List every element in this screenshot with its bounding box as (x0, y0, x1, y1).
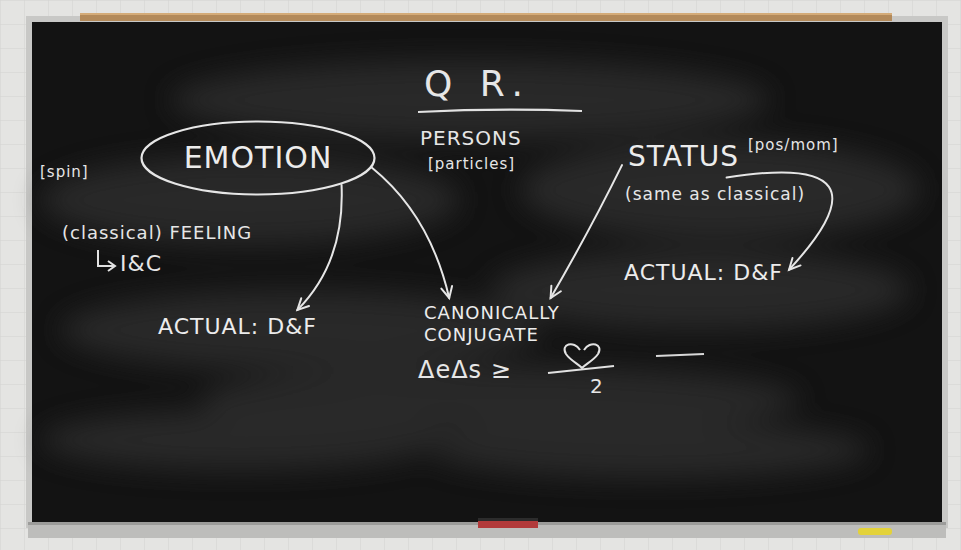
equation: ΔeΔs ≥ (418, 356, 512, 385)
side-note: (same as classical) (625, 184, 805, 204)
node-text: ACTUAL: D&F (158, 314, 317, 340)
side-note: I&C (120, 251, 162, 277)
emotion-ellipse: EMOTION (140, 120, 376, 196)
chalk-arrow (297, 185, 341, 310)
side-note: (classical) FEELING (62, 222, 252, 244)
bracket-note: [particles] (428, 155, 515, 173)
chalk-arrow (372, 168, 452, 298)
board-title: Q R. (424, 62, 531, 105)
equation-denominator: 2 (590, 374, 604, 398)
bracket-note: [spin] (40, 163, 89, 181)
node-text: EMOTION (184, 140, 333, 176)
actual-term: ACTUAL: D&F (618, 256, 789, 290)
heading-word: PERSONS (420, 126, 522, 150)
status-term: STATUS (622, 136, 745, 178)
chalk-arrow (551, 165, 622, 298)
actual-term: ACTUAL: D&F (152, 310, 323, 344)
node-text: STATUS (628, 140, 739, 174)
node-text: ACTUAL: D&F (624, 260, 783, 286)
bracket-note: [pos/mom] (748, 136, 839, 154)
conjugate-term: CANONICALLY CONJUGATE (418, 298, 574, 349)
node-text: CANONICALLY CONJUGATE (424, 302, 568, 345)
